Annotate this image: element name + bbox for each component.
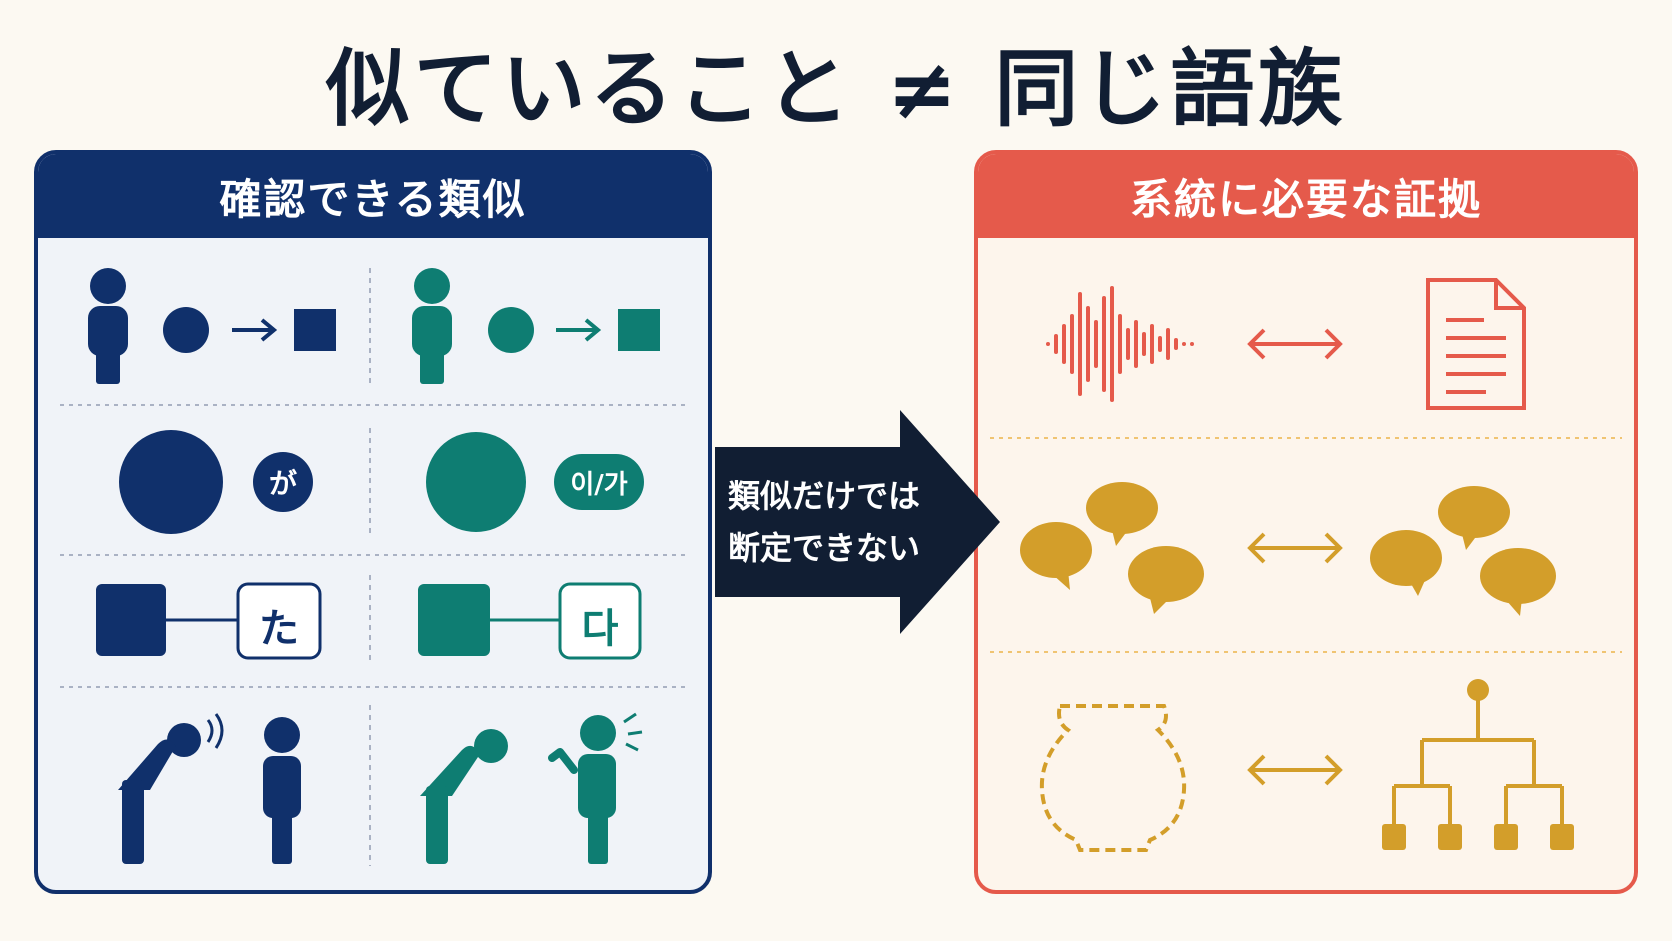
pottery-outline-icon xyxy=(1039,704,1187,852)
arrow-label-line-1: 類似だけでは xyxy=(728,477,921,515)
particle-i-ga-label: 이/가 xyxy=(570,470,628,500)
document-icon xyxy=(1426,278,1526,410)
observed-similarity-heading: 確認できる類似 xyxy=(38,154,708,238)
particle-korean-icon xyxy=(426,432,644,532)
central-arrow-shape xyxy=(715,410,1000,634)
ending-ta-label: た xyxy=(259,606,299,652)
page-title: 似ていること ≠ 同じ語族 xyxy=(325,40,1347,138)
ending-korean-icon xyxy=(418,582,642,660)
honorific-japanese-icon xyxy=(118,713,301,864)
particle-ga-label: が xyxy=(268,467,297,500)
right-panel-dividers xyxy=(990,437,1622,653)
sound-wave-icon xyxy=(1046,286,1194,402)
ending-da-label: 다 xyxy=(581,606,619,652)
honorific-korean-icon xyxy=(420,712,643,864)
word-order-japanese-icon xyxy=(88,268,336,384)
central-arrow-label: 類似だけでは 断定できない xyxy=(728,470,948,574)
ending-japanese-icon xyxy=(96,582,322,660)
word-order-korean-icon xyxy=(412,268,660,384)
family-tree-icon xyxy=(1382,679,1574,850)
double-arrow-gold-icon xyxy=(1247,532,1343,564)
required-evidence-heading: 系統に必要な証拠 xyxy=(978,154,1634,238)
speech-bubbles-left-icon xyxy=(1020,482,1204,614)
double-arrow-red-icon xyxy=(1247,328,1343,360)
arrow-label-line-2: 断定できない xyxy=(728,529,921,567)
particle-japanese-icon xyxy=(119,430,313,534)
left-panel-dividers xyxy=(60,268,686,866)
speech-bubbles-right-icon xyxy=(1370,486,1556,616)
double-arrow-gold-lower-icon xyxy=(1247,754,1343,786)
